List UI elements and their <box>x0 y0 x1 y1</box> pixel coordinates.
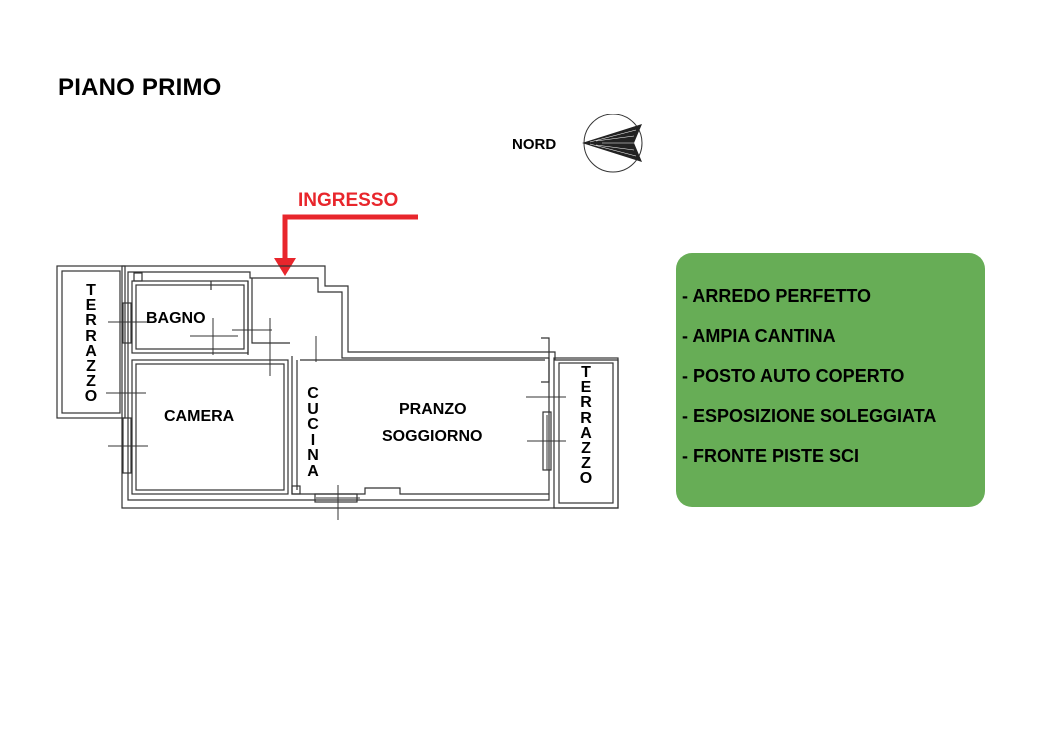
dining-label: PRANZO <box>399 401 467 418</box>
feature-item: - AMPIA CANTINA <box>682 326 836 346</box>
terrace-left-label: TERRAZZO <box>84 282 98 406</box>
entrance-arrow-icon <box>274 214 418 276</box>
floor-plan-walls <box>56 214 619 521</box>
features-list: - ARREDO PERFETTO - AMPIA CANTINA - POST… <box>676 253 985 482</box>
feature-item: - ARREDO PERFETTO <box>682 286 872 306</box>
feature-item: - FRONTE PISTE SCI <box>682 446 860 466</box>
entrance-label: INGRESSO <box>298 190 399 211</box>
feature-item: - POSTO AUTO COPERTO <box>682 366 905 386</box>
terrace-right-label: TERRAZZO <box>579 364 593 488</box>
features-box: - ARREDO PERFETTO - AMPIA CANTINA - POST… <box>676 253 985 507</box>
bathroom-label: BAGNO <box>146 310 206 327</box>
north-label: NORD <box>512 136 557 153</box>
kitchen-label: CUCINA <box>307 385 319 480</box>
bedroom-label: CAMERA <box>164 408 235 425</box>
feature-item: - ESPOSIZIONE SOLEGGIATA <box>682 406 937 426</box>
living-room-label: SOGGIORNO <box>382 428 483 445</box>
page-title: PIANO PRIMO <box>58 74 222 101</box>
floor-plan: TERRAZZO BAGNO CAMERA CUCINA PRANZO SOGG… <box>50 210 630 525</box>
north-arrow-icon <box>582 114 643 173</box>
